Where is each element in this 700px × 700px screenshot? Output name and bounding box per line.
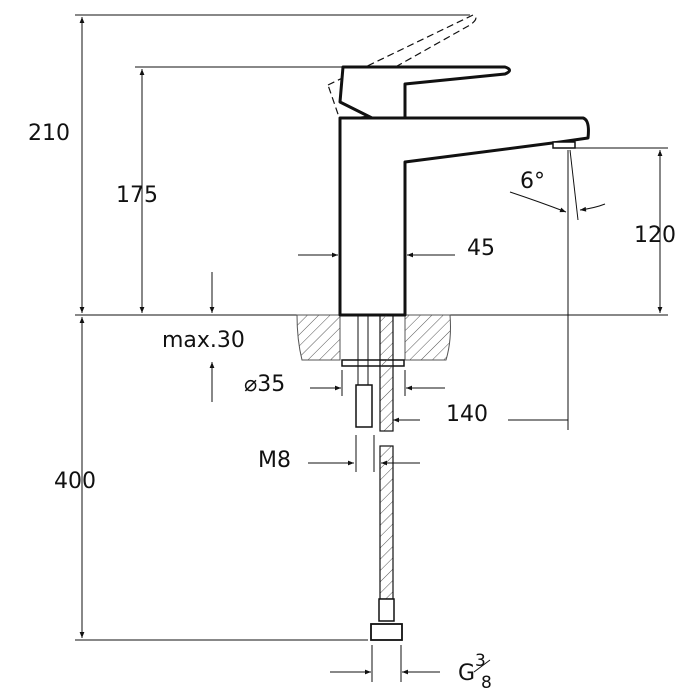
dim-body-width: 45 xyxy=(467,236,495,261)
dim-connection: G 3 8 xyxy=(458,651,492,693)
dim-spout-height: 120 xyxy=(634,223,676,248)
dim-thread: M8 xyxy=(258,448,291,473)
dimension-lines xyxy=(79,17,663,682)
svg-text:G: G xyxy=(458,661,475,686)
extension-lines xyxy=(75,14,668,641)
counter-top xyxy=(296,314,451,361)
dim-reach: 140 xyxy=(446,402,488,427)
svg-text:3: 3 xyxy=(475,651,486,671)
dim-spout-angle: 6° xyxy=(520,169,545,194)
dim-handle-height: 175 xyxy=(116,183,158,208)
svg-text:8: 8 xyxy=(481,673,492,693)
dim-hose-length: 400 xyxy=(54,469,96,494)
supply-assembly xyxy=(341,314,405,641)
tap-body xyxy=(338,65,590,317)
dim-total-height: 210 xyxy=(28,121,70,146)
dim-max-counter: max.30 xyxy=(162,328,245,353)
dim-hole-diameter: ⌀35 xyxy=(244,372,285,397)
